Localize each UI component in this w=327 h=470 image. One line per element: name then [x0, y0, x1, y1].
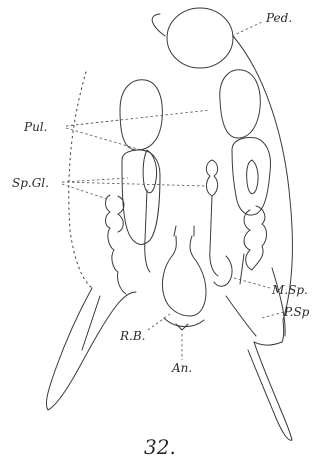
right-posterior-spinneret	[226, 296, 284, 345]
right-lung	[220, 70, 261, 138]
left-posterior-spinneret	[46, 288, 136, 410]
leader-spgl-1	[62, 178, 128, 182]
right-leg-tip	[248, 342, 292, 440]
right-spinneret-chain	[244, 206, 267, 270]
rectal-bulb	[162, 236, 206, 316]
pedicel-oval	[167, 8, 233, 68]
right-gland-sac	[232, 138, 270, 216]
pedicel-edge	[152, 14, 165, 36]
leader-msp	[234, 278, 270, 288]
label-pul: Pul.	[23, 120, 47, 134]
median-spinneret	[214, 256, 232, 286]
left-spinneret-lobes	[118, 196, 124, 232]
left-gland-duct	[145, 190, 150, 272]
left-gland-sac	[122, 150, 160, 244]
label-sp-gl: Sp.Gl.	[12, 176, 49, 190]
left-spinneret-inner	[82, 296, 100, 350]
middle-gland-duct	[210, 196, 218, 276]
middle-gland	[206, 160, 217, 196]
label-p-sp: P.Sp	[283, 305, 310, 319]
figure-number: 32.	[144, 435, 176, 459]
leader-psp	[262, 312, 284, 318]
label-ped: Ped.	[265, 11, 292, 25]
leader-rb	[148, 314, 170, 330]
label-r-b: R.B.	[119, 329, 145, 343]
label-an: An.	[171, 361, 192, 375]
leader-ped	[232, 22, 262, 36]
left-lung	[120, 80, 162, 150]
right-gland-bulb	[247, 160, 258, 194]
anal-arc	[164, 318, 204, 327]
label-m-sp: M.Sp.	[271, 283, 308, 297]
body-outline	[69, 36, 293, 336]
rectum-tube	[174, 226, 194, 236]
